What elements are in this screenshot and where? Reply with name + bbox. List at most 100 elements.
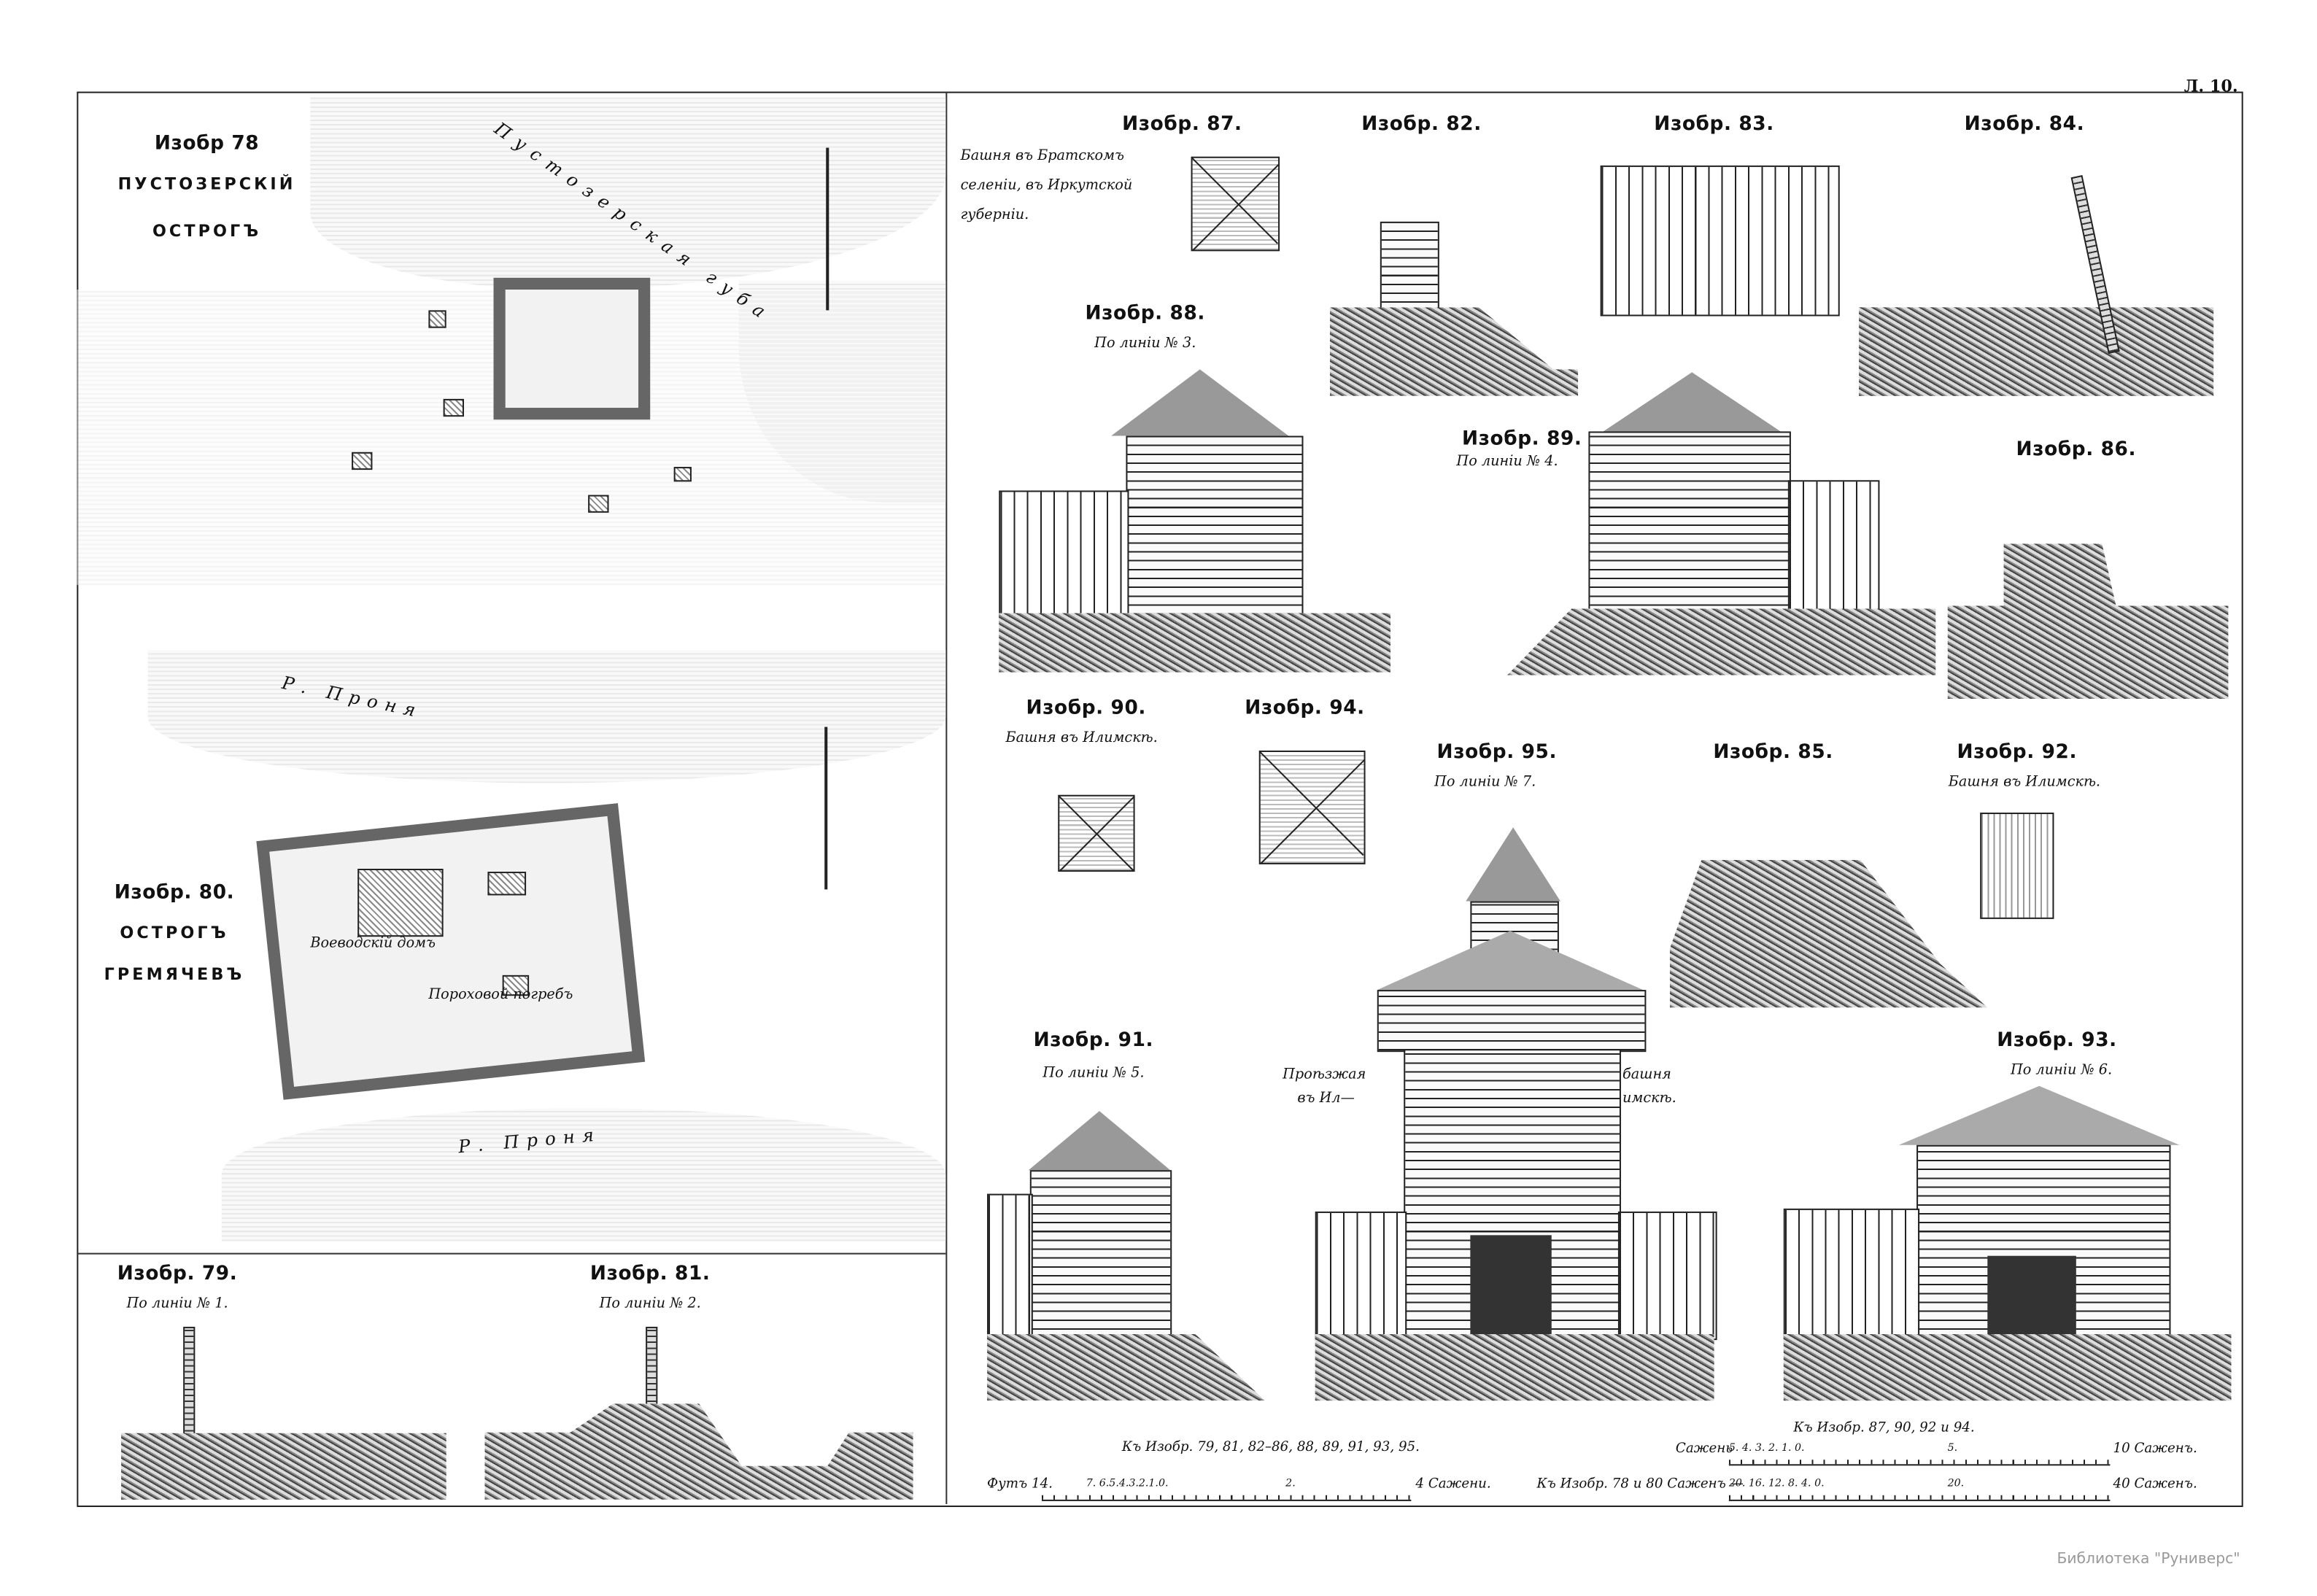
fig79-caption: По линіи № 1. [126, 1295, 228, 1312]
fig90-title: Изобр. 90. [1026, 697, 1147, 720]
sheet-number: Л. 10. [2183, 77, 2238, 96]
building [443, 398, 465, 417]
fig92-title: Изобр. 92. [1957, 741, 2078, 764]
fig87-caption-2: селеніи, въ Иркутской [960, 177, 1133, 194]
fig83-title: Изобр. 83. [1654, 113, 1774, 136]
palisade [1617, 1211, 1717, 1341]
fort-walls [493, 277, 651, 420]
fig78-subtitle2: ОСТРОГЪ [152, 221, 262, 241]
building [588, 495, 609, 513]
fig81-caption: По линіи № 2. [599, 1295, 701, 1312]
fig88-caption: По линіи № 3. [1094, 335, 1196, 352]
scale-c-ticks: 20. 16. 12. 8. 4. 0. [1728, 1477, 1825, 1490]
vertical-divider [945, 91, 948, 1504]
tower-plan [1058, 794, 1135, 872]
palisade [1787, 480, 1880, 616]
scale-b-right: 10 Саженъ. [2113, 1441, 2197, 1457]
gate-door [1470, 1235, 1552, 1336]
fig91-caption: По линіи № 5. [1043, 1065, 1145, 1082]
scale-bar-a [1041, 1495, 1412, 1501]
ground [1507, 608, 1936, 675]
fig92-caption: Башня въ Илимскѣ. [1948, 774, 2101, 791]
ground-section [121, 1433, 446, 1500]
palisade-elevation [1600, 165, 1840, 317]
scale-a-mid: 2. [1285, 1477, 1296, 1490]
building [352, 452, 373, 470]
fig89-title: Изобр. 89. [1461, 428, 1582, 451]
fig81-title: Изобр. 81. [589, 1263, 711, 1286]
gate-caption-3: башня [1622, 1066, 1671, 1083]
gate-door [1987, 1255, 2076, 1338]
fig82-title: Изобр. 82. [1361, 113, 1482, 136]
fig85-title: Изобр. 85. [1713, 741, 1833, 764]
ground [1315, 1334, 1714, 1401]
river-lower [221, 1108, 946, 1241]
fig87-title: Изобр. 87. [1122, 113, 1242, 136]
log-tower [1029, 1170, 1172, 1341]
gate-caption-4: имскѣ. [1622, 1090, 1676, 1107]
horizontal-divider [77, 1252, 946, 1255]
tower-roof [1603, 372, 1781, 432]
north-arrow [824, 727, 828, 890]
building [673, 467, 692, 482]
house-label: Воеводскій домъ [310, 935, 436, 952]
tower-plan [1980, 813, 2054, 919]
fig79-title: Изобр. 79. [117, 1263, 238, 1286]
north-arrow [826, 147, 829, 311]
fig78-subtitle: ПУСТОЗЕРСКІЙ [117, 174, 296, 194]
fig78-title: Изобр 78 [154, 133, 260, 155]
scale-a-left: Футъ 14. [987, 1477, 1053, 1492]
voevoda-house [357, 868, 444, 937]
gate-caption-2: въ Ил— [1297, 1090, 1355, 1107]
palisade [999, 490, 1129, 619]
spire-roof [1466, 827, 1560, 902]
watermark: Библиотека "Руниверс" [2057, 1551, 2240, 1568]
scale-b-title: Къ Изобр. 87, 90, 92 и 94. [1793, 1421, 1975, 1436]
scale-a-right: 4 Сажени. [1415, 1477, 1491, 1492]
fig90-caption: Башня въ Илимскѣ. [1005, 729, 1158, 746]
tower-roof [1028, 1111, 1171, 1171]
fig80-subtitle: ОСТРОГЪ [120, 923, 229, 943]
scale-b-left: Сажень [1675, 1441, 1733, 1457]
log-tower [1588, 431, 1791, 616]
church [487, 872, 527, 896]
scale-c-left: Къ Изобр. 78 и 80 Саженъ — [1536, 1477, 1744, 1492]
scale-b-mid: 5. [1947, 1441, 1958, 1454]
fig93-title: Изобр. 93. [1997, 1029, 2117, 1053]
log-tower [1126, 435, 1304, 616]
powder-label: Пороховой погребъ [428, 987, 573, 1004]
ground-section [1859, 307, 2214, 396]
fig89-caption: По линіи № 4. [1456, 453, 1558, 470]
scale-c-right: 40 Саженъ. [2113, 1477, 2197, 1492]
fig88-title: Изобр. 88. [1085, 303, 1206, 325]
plate-frame [77, 91, 2243, 1508]
river-upper [147, 650, 946, 783]
fig80-subtitle2: ГРЕМЯЧЕВЪ [104, 964, 245, 984]
tower-plan [1258, 750, 1366, 864]
tower-roof [1377, 931, 1644, 991]
ground [999, 613, 1390, 673]
ground [1783, 1334, 2232, 1401]
tower-roof [1111, 369, 1289, 436]
building [428, 310, 446, 328]
fig87-caption-1: Башня въ Братскомъ [960, 147, 1124, 164]
fig86-title: Изобр. 86. [2016, 438, 2137, 461]
fig93-caption: По линіи № 6. [2010, 1062, 2113, 1079]
upper-floor [1377, 990, 1647, 1053]
scale-bar-b [1728, 1460, 2111, 1466]
powder-cellar [502, 975, 530, 996]
palisade [1783, 1208, 1920, 1341]
scale-a-ticks: 7. 6.5.4.3.2.1.0. [1086, 1477, 1169, 1490]
fig80-title: Изобр. 80. [114, 882, 235, 904]
fig94-title: Изобр. 94. [1245, 697, 1365, 720]
scale-bar-c [1728, 1495, 2111, 1501]
scale-a-title: Къ Изобр. 79, 81, 82–86, 88, 89, 91, 93,… [1121, 1440, 1420, 1456]
fig87-caption-3: губерніи. [960, 206, 1029, 223]
fig91-title: Изобр. 91. [1033, 1029, 1154, 1053]
fig95-caption: По линіи № 7. [1434, 774, 1536, 791]
scale-b-ticks: 5. 4. 3. 2. 1. 0. [1728, 1441, 1805, 1454]
tower-plan [1191, 156, 1280, 252]
gate-caption-1: Проѣзжая [1283, 1066, 1366, 1083]
palisade [987, 1193, 1033, 1341]
